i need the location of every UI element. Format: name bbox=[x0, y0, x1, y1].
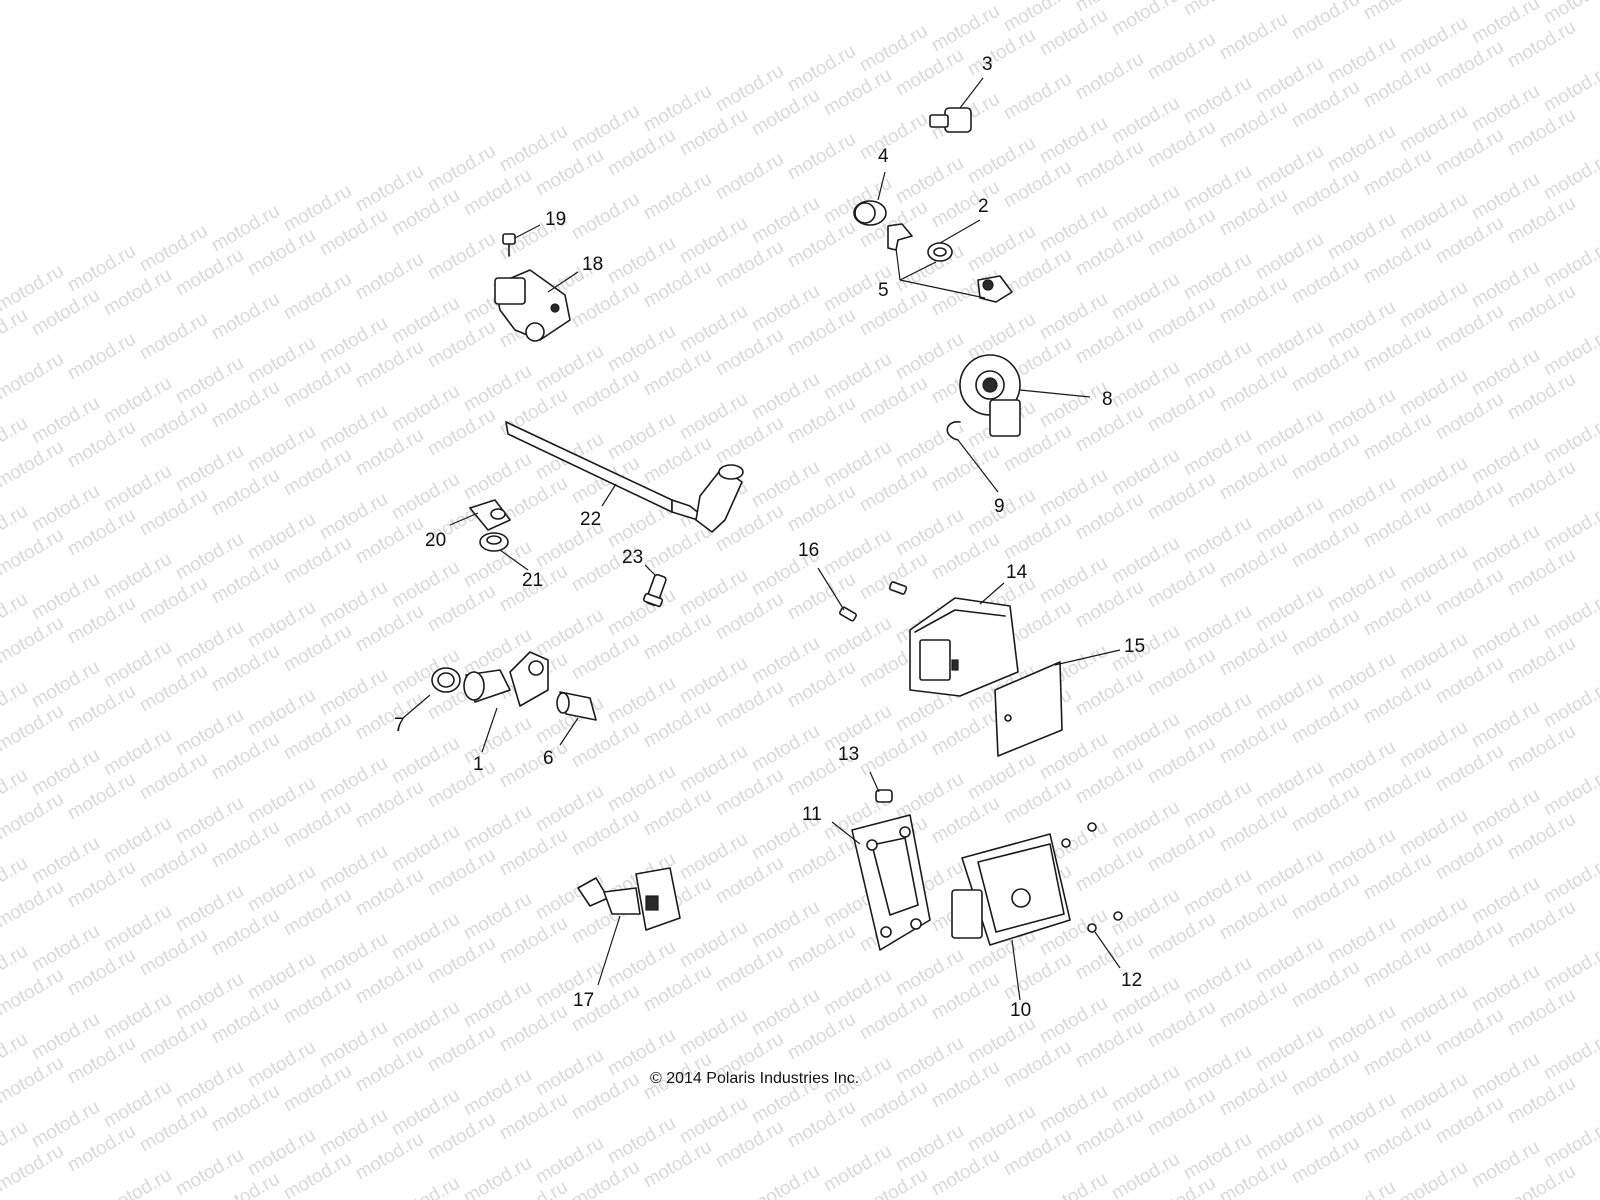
callout-12: 12 bbox=[1121, 970, 1142, 991]
watermark-text: motod.ru bbox=[712, 149, 787, 205]
watermark-text: motod.ru bbox=[100, 1165, 175, 1200]
part-17-temp-sensor bbox=[577, 867, 681, 986]
part-20-clamp bbox=[449, 499, 511, 531]
callout-4: 4 bbox=[878, 146, 889, 167]
callout-11: 11 bbox=[802, 804, 822, 825]
watermark-text: motod.ru bbox=[1360, 0, 1435, 24]
callout-13: 13 bbox=[838, 744, 859, 765]
watermark-text: motod.ru bbox=[0, 1053, 67, 1109]
callout-1: 1 bbox=[473, 754, 484, 775]
callout-6: 6 bbox=[543, 748, 554, 769]
watermark-text: motod.ru bbox=[1000, 69, 1075, 125]
callout-15: 15 bbox=[1124, 636, 1145, 657]
watermark-text: motod.ru bbox=[856, 109, 931, 165]
part-21-grommet bbox=[479, 532, 529, 571]
callout-23: 23 bbox=[622, 547, 643, 568]
callout-9: 9 bbox=[994, 496, 1005, 517]
watermark-text: motod.ru bbox=[0, 877, 67, 933]
callout-16: 16 bbox=[798, 540, 819, 561]
callout-10: 10 bbox=[1010, 1000, 1031, 1021]
watermark-text: motod.ru bbox=[0, 437, 67, 493]
part-11-bracket bbox=[831, 814, 931, 951]
callout-7: 7 bbox=[394, 715, 405, 736]
watermark-text: motod.ru bbox=[1036, 1169, 1111, 1200]
watermark-text: motod.ru bbox=[424, 229, 499, 285]
callout-21: 21 bbox=[522, 570, 543, 591]
watermark-text: motod.ru bbox=[1108, 1149, 1183, 1200]
callout-5: 5 bbox=[878, 280, 889, 301]
part-9-clip bbox=[946, 421, 999, 493]
watermark-text: motod.ru bbox=[748, 1161, 823, 1200]
watermark-text: motod.ru bbox=[0, 305, 31, 361]
part-16-screws bbox=[817, 567, 908, 622]
watermark-text: motod.ru bbox=[0, 1141, 67, 1197]
watermark-text: motod.ru bbox=[1288, 0, 1363, 44]
watermark-text: motod.ru bbox=[568, 189, 643, 245]
watermark-text: motod.ru bbox=[1144, 29, 1219, 85]
watermark-text: motod.ru bbox=[0, 701, 67, 757]
watermark-text: motod.ru bbox=[280, 269, 355, 325]
part-18-map-sensor bbox=[494, 269, 579, 342]
watermark-text: motod.ru bbox=[1396, 1157, 1471, 1200]
callout-20: 20 bbox=[425, 530, 446, 551]
watermark-text: motod.ru bbox=[0, 789, 67, 845]
part-4-cap bbox=[853, 171, 887, 226]
callout-18: 18 bbox=[582, 254, 603, 275]
watermark-text: motod.ru bbox=[0, 965, 67, 1021]
part-3-plug bbox=[929, 77, 984, 133]
part-6-spacer bbox=[556, 691, 597, 746]
watermark-text: motod.ru bbox=[64, 329, 139, 385]
part-12-screws bbox=[1061, 822, 1123, 969]
part-14-module bbox=[909, 582, 1019, 697]
part-22-speed-sensor bbox=[505, 421, 744, 533]
watermark-text: motod.ru bbox=[640, 169, 715, 225]
watermark-text: motod.ru bbox=[784, 129, 859, 185]
watermark-text: motod.ru bbox=[1108, 0, 1183, 40]
callout-labels: 3 4 2 5 8 9 19 18 22 20 21 23 16 14 15 7… bbox=[394, 54, 1145, 1021]
callout-3: 3 bbox=[982, 54, 993, 75]
callout-8: 8 bbox=[1102, 389, 1113, 410]
watermark-text: motod.ru bbox=[0, 349, 67, 405]
watermark-text: motod.ru bbox=[1216, 9, 1291, 65]
part-5-assembly bbox=[887, 219, 1013, 303]
callout-19: 19 bbox=[545, 209, 566, 230]
callout-14: 14 bbox=[1006, 562, 1028, 583]
callout-2: 2 bbox=[978, 196, 989, 217]
part-15-gasket bbox=[994, 649, 1121, 757]
watermark-text: motod.ru bbox=[0, 525, 67, 581]
part-10-ecu bbox=[951, 833, 1071, 1001]
part-23-bolt bbox=[642, 564, 667, 608]
watermark-text: motod.ru bbox=[388, 1173, 463, 1200]
watermark-text: motod.ru bbox=[0, 613, 67, 669]
watermark-text: motod.ru bbox=[460, 1153, 535, 1200]
part-13-screw bbox=[869, 771, 893, 803]
watermark-text: motod.ru bbox=[1432, 0, 1507, 4]
copyright-notice: © 2014 Polaris Industries Inc. bbox=[650, 1070, 859, 1087]
watermark-text: motod.ru bbox=[1180, 0, 1255, 20]
callout-22: 22 bbox=[580, 509, 601, 530]
watermark-text: motod.ru bbox=[352, 249, 427, 305]
part-19-bolt bbox=[502, 224, 541, 257]
part-8-knock-sensor bbox=[959, 354, 1091, 437]
watermark-text: motod.ru bbox=[208, 289, 283, 345]
callout-17: 17 bbox=[573, 990, 594, 1011]
watermark-text: motod.ru bbox=[1324, 1177, 1399, 1200]
watermark-text: motod.ru bbox=[136, 309, 211, 365]
watermark-text: motod.ru bbox=[1072, 49, 1147, 105]
part-1-cam-sensor bbox=[402, 651, 549, 753]
